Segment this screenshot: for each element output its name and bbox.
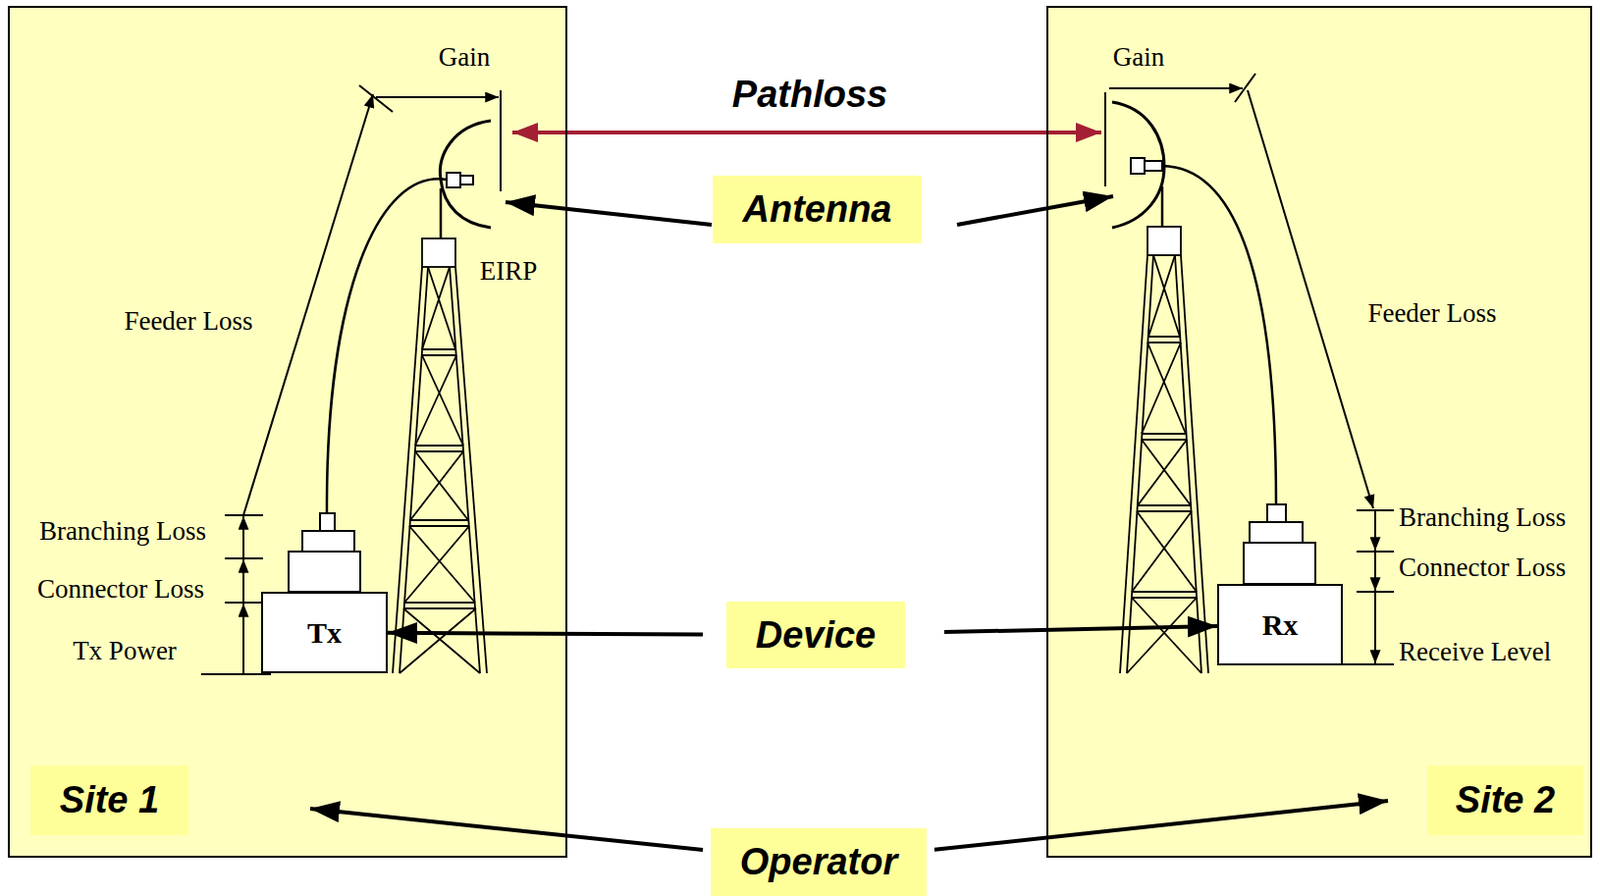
feeder-loss-label: Feeder Loss — [123, 307, 253, 337]
pathloss-label: Pathloss — [732, 74, 888, 116]
pathloss-arrow — [512, 130, 1102, 135]
dish-antenna — [439, 90, 501, 239]
rx-device: Rx — [1217, 584, 1343, 666]
connector-loss-label: Connector Loss — [1398, 553, 1566, 584]
dish-antenna — [1105, 92, 1165, 228]
pointer-arrow — [944, 626, 1218, 633]
antenna-tag: Antenna — [712, 175, 922, 244]
operator-tag: Operator — [710, 828, 927, 896]
branching-loss-label: Branching Loss — [1398, 503, 1566, 534]
antenna-pointer — [957, 196, 1114, 225]
site-panel: Site 2 Rx — [1046, 5, 1593, 858]
pointer-arrow — [387, 633, 703, 636]
connector-loss-label: Connector Loss — [37, 575, 205, 605]
gain-label: Gain — [1113, 43, 1165, 73]
level-scale — [201, 85, 499, 675]
node-text: Operator — [740, 841, 898, 884]
branching-loss-label: Branching Loss — [39, 517, 207, 547]
lattice-tower — [1120, 226, 1209, 674]
site-panel: Site 1 Tx — [7, 5, 568, 858]
node-text: Device — [755, 614, 877, 657]
antenna-pointer — [505, 202, 712, 225]
tx-power-label: Tx Power — [72, 637, 177, 667]
node-text: Rx — [1262, 608, 1299, 642]
site-fill — [1046, 5, 1593, 858]
node-text: Antenna — [743, 188, 893, 231]
site-tag: Site 2 — [1427, 765, 1584, 836]
tx-device: Tx — [261, 591, 388, 674]
site-tag: Site 1 — [30, 765, 189, 836]
receive-level-label: Receive Level — [1398, 638, 1551, 668]
lattice-tower — [392, 238, 487, 674]
eirp-label: EIRP — [480, 257, 538, 287]
node-text: Tx — [307, 616, 342, 650]
level-scale — [1109, 73, 1394, 665]
branching-unit — [288, 504, 1316, 592]
pointer-arrow — [934, 800, 1388, 851]
site-fill — [7, 5, 568, 858]
feeder-loss-label: Feeder Loss — [1367, 299, 1496, 329]
feeder-cable — [326, 178, 447, 514]
device-tag: Device — [726, 601, 906, 669]
pointer-arrow — [310, 808, 703, 851]
gain-label: Gain — [438, 43, 490, 73]
feeder-cable — [1162, 165, 1277, 505]
